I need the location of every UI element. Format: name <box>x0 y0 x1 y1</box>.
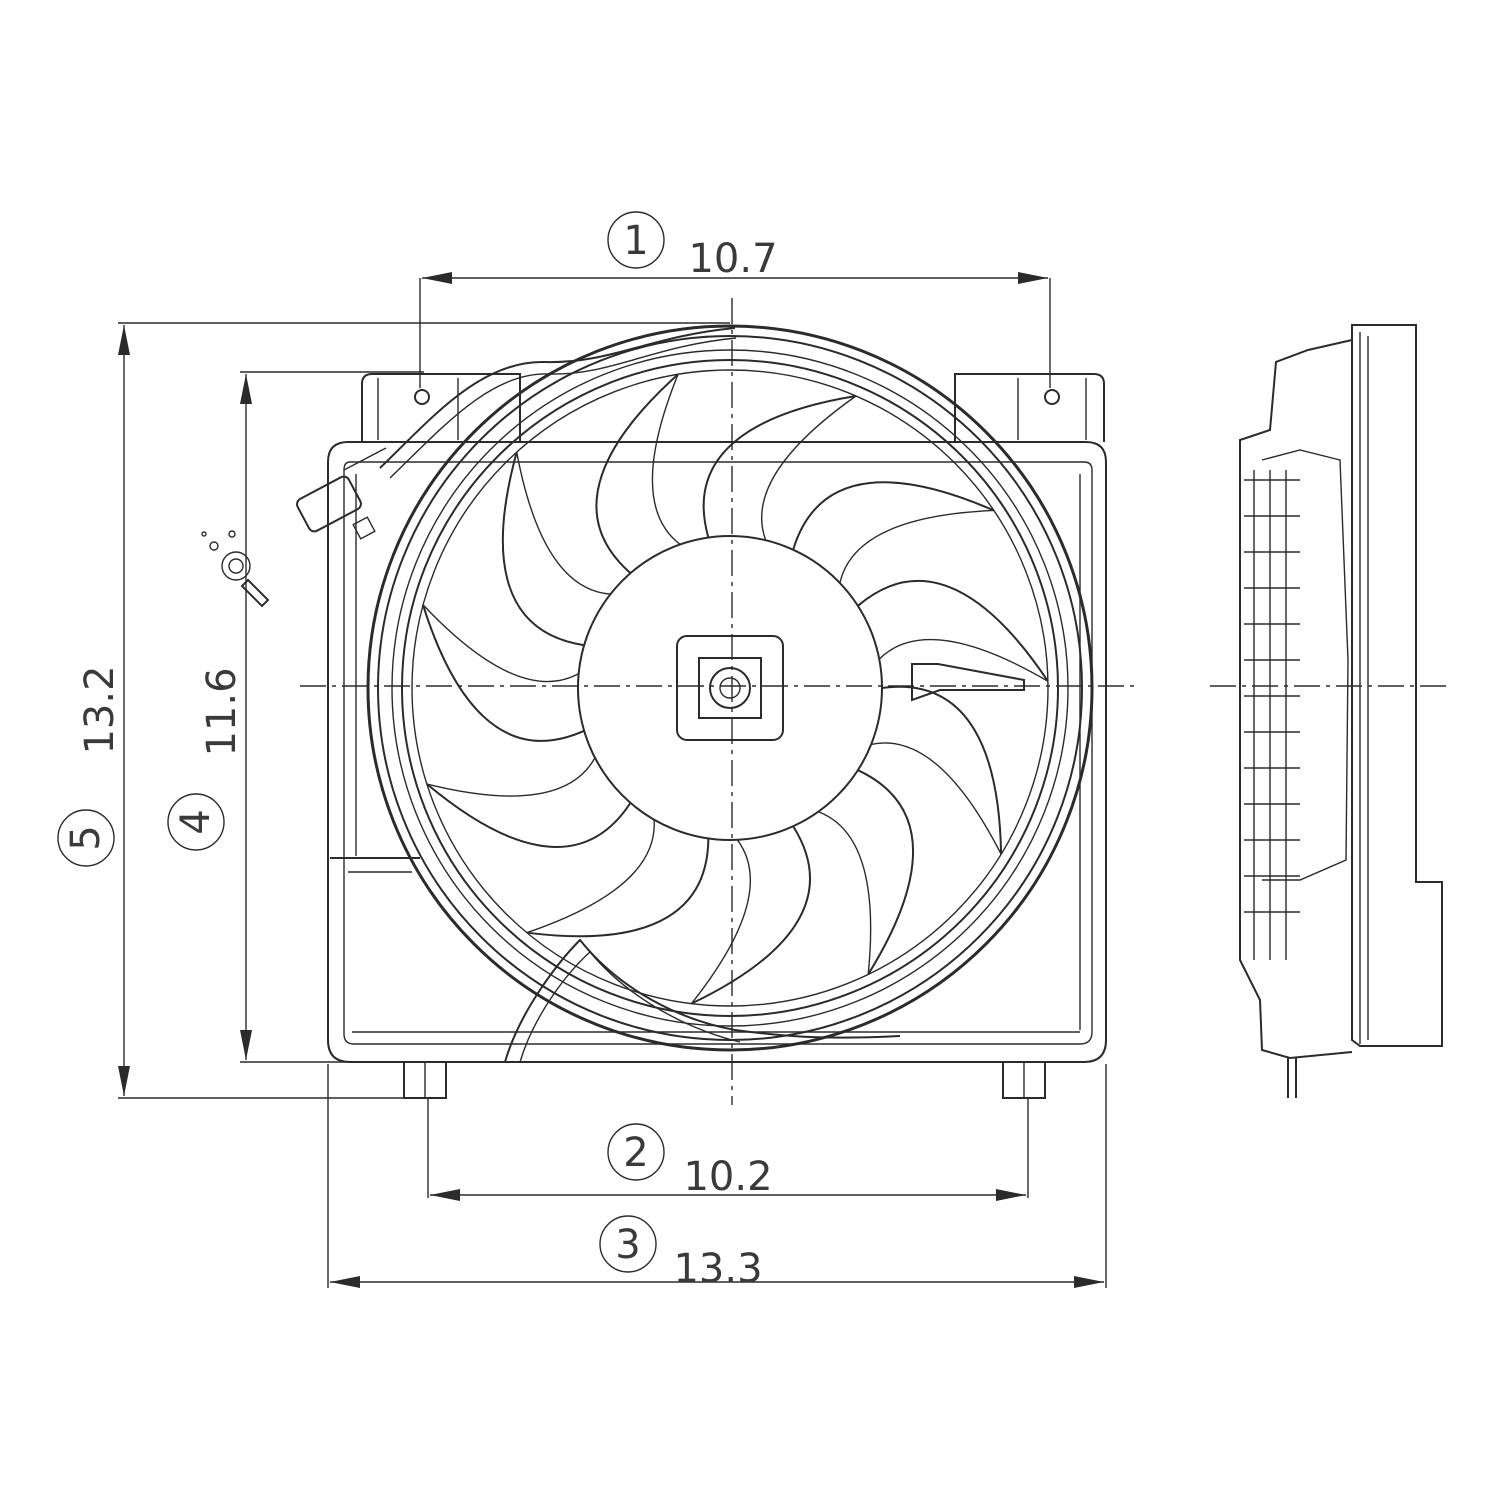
side-fan-profile <box>1261 449 1349 881</box>
fan-blade-line <box>426 757 596 797</box>
fan-blade-line <box>871 742 1002 855</box>
fan-blade-line <box>839 509 994 584</box>
fan-blade-line <box>422 604 580 683</box>
fan-blades <box>422 373 1049 1005</box>
fastener-detail <box>201 530 270 608</box>
fan-ring-3 <box>391 349 1069 1027</box>
wire-harness-top <box>379 327 736 469</box>
shroud-frame <box>327 441 1107 1063</box>
fan-hub <box>577 535 883 841</box>
dimension-2-label: 2 <box>623 1130 648 1176</box>
fan-blade-edge <box>526 838 710 938</box>
motor-bracket <box>676 635 784 741</box>
side-shroud-body <box>1239 339 1353 1060</box>
dimension-2: 2 10.2 <box>427 1098 1029 1201</box>
fan-blade-edge <box>857 769 915 975</box>
dimension-3-value: 13.3 <box>673 1246 762 1292</box>
dimension-5: 5 13.2 <box>57 322 730 1099</box>
fan-blade-edge <box>702 395 857 538</box>
fan-blade-edge <box>792 481 995 551</box>
dimension-5-badge <box>57 809 115 867</box>
motor-shaft-inner <box>719 677 741 699</box>
dimension-5-value: 13.2 <box>77 665 123 754</box>
fan-blade-edge <box>501 451 585 647</box>
dimension-4-value: 11.6 <box>199 667 245 756</box>
dimension-3-label: 3 <box>615 1222 640 1268</box>
mount-hole-right <box>1044 389 1060 405</box>
fan-blade-line <box>651 374 681 545</box>
dimension-4-badge <box>167 793 225 851</box>
fan-ring-outer <box>366 324 1094 1052</box>
dimension-4: 4 11.6 <box>167 371 424 1063</box>
dimension-1-label: 1 <box>623 218 648 264</box>
fan-blade-edge <box>881 685 1003 855</box>
mount-hole-left <box>414 389 430 405</box>
fan-blade-line <box>516 452 611 595</box>
wire-harness-bottom-2 <box>519 950 741 1063</box>
motor-shaft <box>709 667 751 709</box>
fan-blade-edge <box>422 604 585 742</box>
fan-blade-edge <box>595 373 679 574</box>
fan-ring-4 <box>401 359 1059 1017</box>
fan-blade-line <box>878 638 1049 682</box>
side-flange <box>1351 324 1443 1047</box>
fan-blade-line <box>818 811 872 975</box>
fan-blade-edge <box>857 579 1049 682</box>
shroud-inner-frame <box>343 461 1093 1045</box>
dimension-2-value: 10.2 <box>683 1154 772 1200</box>
side-fan-profile-2 <box>1253 470 1287 960</box>
dimension-4-label: 4 <box>173 809 219 834</box>
dimension-2-badge <box>607 1123 665 1181</box>
front-view <box>201 298 1138 1105</box>
side-view <box>1210 324 1448 1098</box>
fan-blade-edge <box>690 825 811 1005</box>
wire-harness-top-2 <box>389 337 737 479</box>
dimension-1-badge <box>607 211 665 269</box>
motor-lead <box>911 663 1025 702</box>
fan-blade-edge <box>426 783 632 848</box>
fan-blade-line <box>761 395 857 541</box>
side-ribs <box>1244 479 1300 913</box>
dimension-3-badge <box>599 1215 657 1273</box>
dimension-1-value: 10.7 <box>688 236 777 282</box>
fan-ring-inner <box>411 369 1049 1007</box>
dimension-1: 1 10.7 <box>419 211 1051 388</box>
mount-tab-left <box>361 373 521 442</box>
fan-blade-line <box>690 839 751 1005</box>
mount-tab-right <box>954 373 1105 442</box>
dimension-3: 3 13.3 <box>327 1064 1107 1292</box>
dimension-5-label: 5 <box>63 825 109 850</box>
fan-blade-line <box>526 819 655 934</box>
electrical-connector <box>296 447 387 540</box>
motor-nut <box>698 657 762 719</box>
wire-harness-bottom <box>504 938 901 1063</box>
